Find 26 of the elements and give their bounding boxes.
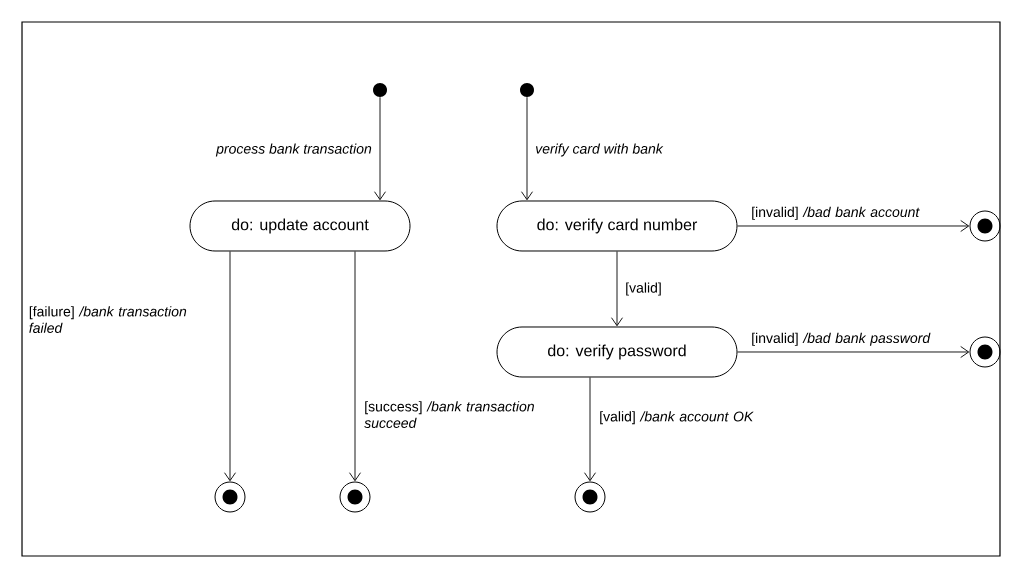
transition-arrow [584, 377, 596, 482]
edge-label: [invalid] /bad bank password [752, 332, 931, 346]
final-state [214, 481, 246, 513]
edge-label: [success] /bank transaction succeed [364, 401, 534, 428]
state-box: do: verify card number [496, 200, 738, 252]
edge-label: [valid] /bank account OK [600, 411, 754, 425]
final-state [339, 481, 371, 513]
transition-arrow [521, 96, 533, 201]
final-state [574, 481, 606, 513]
transition-arrow [349, 251, 361, 482]
edge-label: [valid] [626, 282, 661, 296]
transition-arrow [374, 96, 386, 201]
state-box: do: update account [189, 200, 411, 252]
initial-state [520, 83, 534, 97]
edge-label: [invalid] /bad bank account [752, 206, 920, 220]
final-state [969, 210, 1001, 242]
transition-arrow [737, 220, 970, 232]
transition-arrow [737, 346, 970, 358]
initial-state [373, 83, 387, 97]
edge-label: verify card with bank [535, 143, 664, 157]
edge-label: process bank transaction [215, 143, 372, 157]
final-state [969, 336, 1001, 368]
edge-label: [failure] /bank transaction failed [29, 306, 187, 333]
transition-arrow [611, 251, 623, 327]
transition-arrow [224, 251, 236, 482]
state-box: do: verify password [496, 326, 738, 378]
